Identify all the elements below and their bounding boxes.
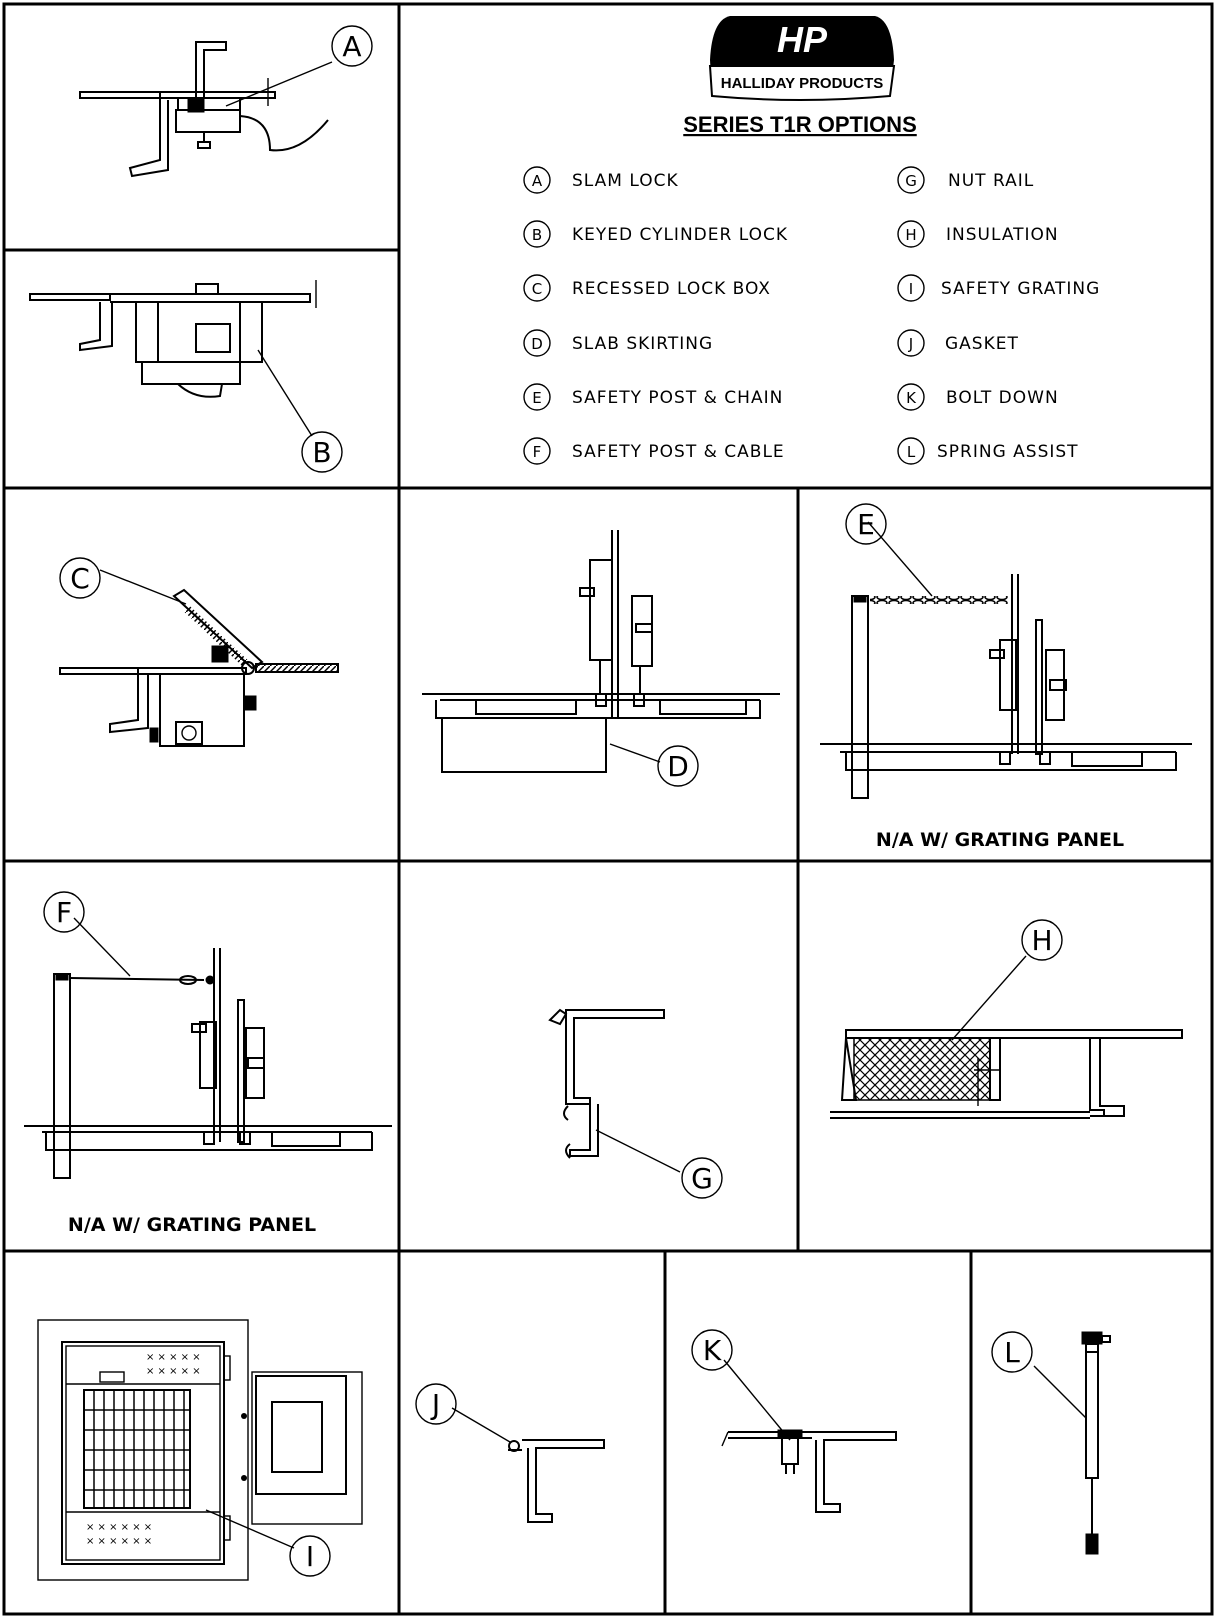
legend-item-a: A SLAM LOCK bbox=[523, 166, 679, 194]
callout-k: K bbox=[703, 1334, 722, 1367]
legend-letter: C bbox=[532, 280, 542, 298]
legend-letter: J bbox=[908, 335, 913, 353]
detail-b-keyed-cylinder-lock: B bbox=[29, 280, 343, 473]
logo: HP HALLIDAY PRODUCTS bbox=[708, 16, 896, 101]
legend-letter: H bbox=[905, 226, 916, 244]
legend-label: SPRING ASSIST bbox=[937, 442, 1079, 462]
legend-item-d: D SLAB SKIRTING bbox=[523, 329, 713, 357]
callout-i: I bbox=[306, 1540, 314, 1573]
sheet-title: SERIES T1R OPTIONS bbox=[683, 112, 917, 137]
detail-i-safety-grating: × × × × × × × × × × × × × × × × × × × × … bbox=[37, 1319, 363, 1581]
legend-label: SAFETY GRATING bbox=[941, 279, 1100, 299]
detail-j-gasket: J bbox=[415, 1383, 605, 1523]
legend-letter: K bbox=[906, 389, 917, 407]
legend-item-g: G NUT RAIL bbox=[897, 166, 1034, 194]
legend-item-i: I SAFETY GRATING bbox=[897, 274, 1100, 302]
callout-g: G bbox=[691, 1162, 713, 1195]
legend-item-l: L SPRING ASSIST bbox=[897, 437, 1079, 465]
legend-letter: L bbox=[907, 443, 916, 461]
legend-label: GASKET bbox=[945, 334, 1019, 354]
callout-c: C bbox=[70, 562, 90, 595]
detail-c-recessed-lock-box: C bbox=[59, 557, 339, 747]
legend-letter: F bbox=[533, 443, 542, 461]
callout-a: A bbox=[342, 30, 361, 63]
callout-d: D bbox=[667, 750, 689, 783]
detail-l-spring-assist: L bbox=[991, 1331, 1111, 1555]
legend-item-k: K BOLT DOWN bbox=[897, 383, 1059, 411]
callout-f: F bbox=[56, 896, 72, 929]
logo-mark: HP bbox=[777, 19, 828, 60]
legend: A SLAM LOCK B KEYED CYLINDER LOCK C RECE… bbox=[523, 166, 1100, 465]
company-name: HALLIDAY PRODUCTS bbox=[721, 75, 884, 92]
legend-letter: A bbox=[532, 172, 543, 190]
legend-item-j: J GASKET bbox=[897, 329, 1019, 357]
legend-item-f: F SAFETY POST & CABLE bbox=[523, 437, 785, 465]
detail-g-nut-rail: G bbox=[548, 1008, 723, 1199]
legend-item-h: H INSULATION bbox=[897, 220, 1059, 248]
legend-label: RECESSED LOCK BOX bbox=[572, 279, 771, 299]
svg-text:× × × × ×: × × × × × bbox=[146, 1352, 201, 1363]
detail-f-safety-post-cable: F N/A W/ GRATING PANEL bbox=[24, 891, 392, 1236]
legend-item-b: B KEYED CYLINDER LOCK bbox=[523, 220, 788, 248]
svg-text:× × × × × ×: × × × × × × bbox=[86, 1536, 152, 1547]
detail-a-slam-lock: A bbox=[79, 25, 373, 178]
legend-label: SLAM LOCK bbox=[572, 171, 679, 191]
detail-e-safety-post-chain: E N/A W/ GRATING PANEL bbox=[820, 503, 1192, 851]
callout-h: H bbox=[1031, 924, 1052, 957]
legend-label: SLAB SKIRTING bbox=[572, 334, 713, 354]
legend-label: NUT RAIL bbox=[948, 171, 1034, 191]
note-na-grating-e: N/A W/ GRATING PANEL bbox=[876, 829, 1124, 851]
legend-label: KEYED CYLINDER LOCK bbox=[572, 225, 788, 245]
svg-text:× × × × ×: × × × × × bbox=[146, 1366, 201, 1377]
legend-letter: G bbox=[905, 172, 917, 190]
detail-d-slab-skirting: D bbox=[422, 530, 780, 787]
note-na-grating-f: N/A W/ GRATING PANEL bbox=[68, 1214, 316, 1236]
legend-item-c: C RECESSED LOCK BOX bbox=[523, 274, 771, 302]
legend-label: BOLT DOWN bbox=[946, 388, 1059, 408]
legend-letter: B bbox=[532, 226, 542, 244]
callout-b: B bbox=[312, 436, 331, 469]
legend-label: SAFETY POST & CABLE bbox=[572, 442, 785, 462]
callout-l: L bbox=[1004, 1336, 1020, 1369]
legend-item-e: E SAFETY POST & CHAIN bbox=[523, 383, 783, 411]
legend-letter: I bbox=[909, 280, 913, 298]
callout-j: J bbox=[430, 1388, 440, 1421]
legend-letter: E bbox=[532, 389, 541, 407]
legend-letter: D bbox=[531, 335, 543, 353]
svg-text:× × × × × ×: × × × × × × bbox=[86, 1522, 152, 1533]
detail-h-insulation: H bbox=[830, 919, 1183, 1119]
callout-e: E bbox=[857, 508, 875, 541]
legend-label: SAFETY POST & CHAIN bbox=[572, 388, 783, 408]
detail-k-bolt-down: K bbox=[691, 1329, 897, 1513]
legend-label: INSULATION bbox=[946, 225, 1059, 245]
